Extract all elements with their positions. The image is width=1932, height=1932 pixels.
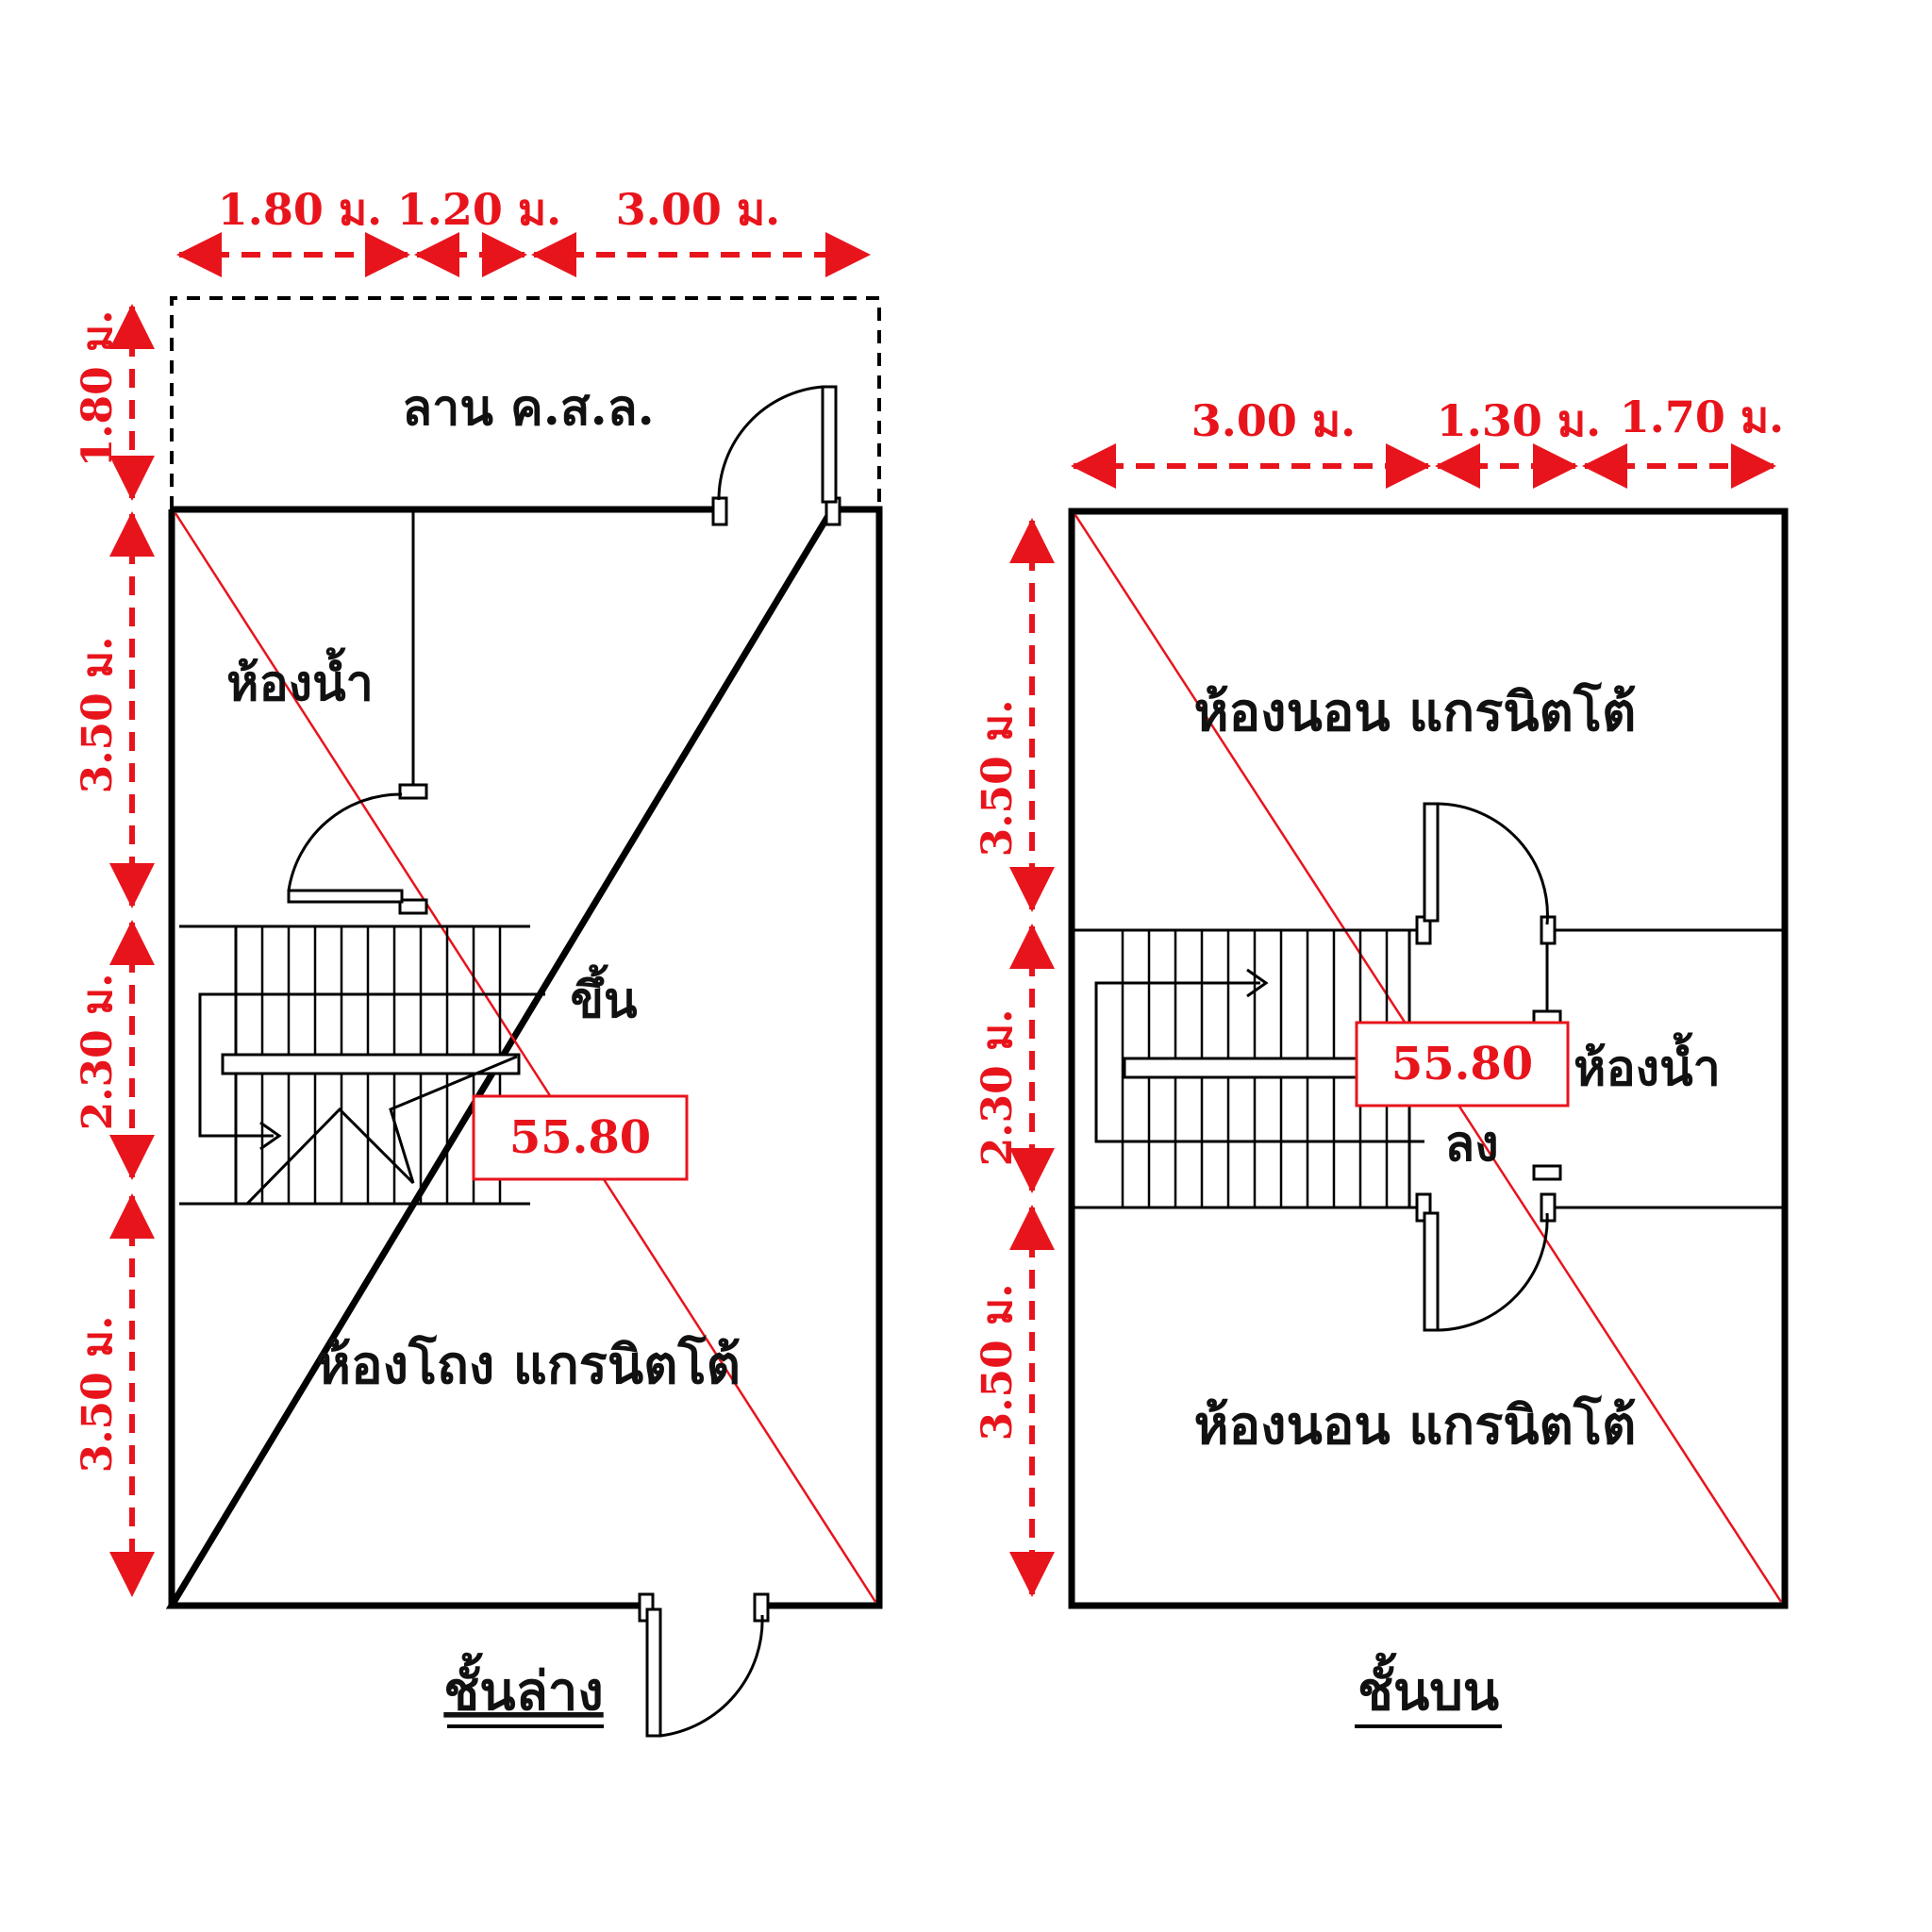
ground-floor-plan: 1.80 ม. 1.20 ม. 3.00 ม. 1.80 ม. 3.50 ม. … xyxy=(74,184,883,1738)
ground-stair-up-label: ขึ้น xyxy=(570,964,638,1029)
ground-dim-top-1: 1.80 ม. xyxy=(218,184,382,235)
upper-floor-plan: 3.00 ม. 1.30 ม. 1.70 ม. 3.50 ม. 2.30 ม. … xyxy=(974,391,1789,1728)
upper-dim-side-3: 3.50 ม. xyxy=(974,1284,1022,1441)
upper-bathroom-label: ห้องน้ำ xyxy=(1574,1032,1721,1097)
upper-bedroom-rear-label: ห้องนอน แกรนิตโต้ xyxy=(1194,1394,1637,1457)
ground-front-door-leaf xyxy=(821,385,838,504)
ground-forecourt-label: ลาน ค.ส.ล. xyxy=(402,379,654,437)
upper-top-door-leaf xyxy=(1423,802,1440,923)
upper-floor-title: ชั้นบน xyxy=(1357,1653,1499,1723)
upper-bottom-door-swing xyxy=(1437,1212,1549,1332)
upper-bottom-door-leaf xyxy=(1423,1211,1440,1332)
upper-dim-side-2: 2.30 ม. xyxy=(974,1009,1022,1167)
ground-dim-side-2: 3.50 ม. xyxy=(74,637,122,794)
ground-dim-side-1: 1.80 ม. xyxy=(74,310,122,468)
upper-dim-top-3: 1.70 ม. xyxy=(1620,391,1784,442)
ground-dim-top-3: 3.00 ม. xyxy=(616,184,780,235)
upper-dim-top-1: 3.00 ม. xyxy=(1191,395,1356,446)
ground-diagonal-line xyxy=(174,512,877,1603)
ground-dim-side-3: 2.30 ม. xyxy=(74,974,122,1131)
upper-bedroom-front-label: ห้องนอน แกรนิตโต้ xyxy=(1194,681,1637,743)
ground-dim-top-2: 1.20 ม. xyxy=(397,184,561,235)
ground-dim-side-4: 3.50 ม. xyxy=(74,1316,122,1474)
upper-area-badge-box xyxy=(1355,1021,1570,1108)
ground-rear-door-leaf xyxy=(645,1607,662,1738)
ground-bathroom-door-leaf xyxy=(287,889,404,904)
upper-area-badge: 55.80 xyxy=(1391,1038,1533,1091)
upper-dim-top-2: 1.30 ม. xyxy=(1437,395,1601,446)
ground-bathroom-door-swing xyxy=(287,792,403,891)
ground-bathroom-door-hinge-top xyxy=(398,783,428,800)
ground-rear-door-swing xyxy=(659,1614,764,1738)
ground-outer-walls xyxy=(165,506,883,1609)
upper-bathroom-door-hinge-bottom xyxy=(1532,1164,1562,1181)
ground-floor-title: ชั้นล่าง xyxy=(443,1653,603,1723)
ground-front-door-jamb-left xyxy=(711,496,728,526)
ground-area-badge-box xyxy=(472,1094,689,1181)
upper-top-door-swing xyxy=(1437,802,1549,925)
ground-forecourt-outline xyxy=(170,296,881,509)
upper-dim-side-1: 3.50 ม. xyxy=(974,700,1022,858)
ground-bathroom-label: ห้องน้ำ xyxy=(226,647,374,712)
upper-outer-walls xyxy=(1068,508,1789,1609)
ground-area-badge: 55.80 xyxy=(509,1111,651,1164)
ground-bathroom-door-hinge-bottom xyxy=(398,898,428,915)
ground-hall-label: ห้องโถง แกรนิตโต้ xyxy=(316,1334,741,1396)
ground-front-door-swing xyxy=(717,385,824,501)
upper-stair-down-label: ลง xyxy=(1444,1115,1498,1173)
